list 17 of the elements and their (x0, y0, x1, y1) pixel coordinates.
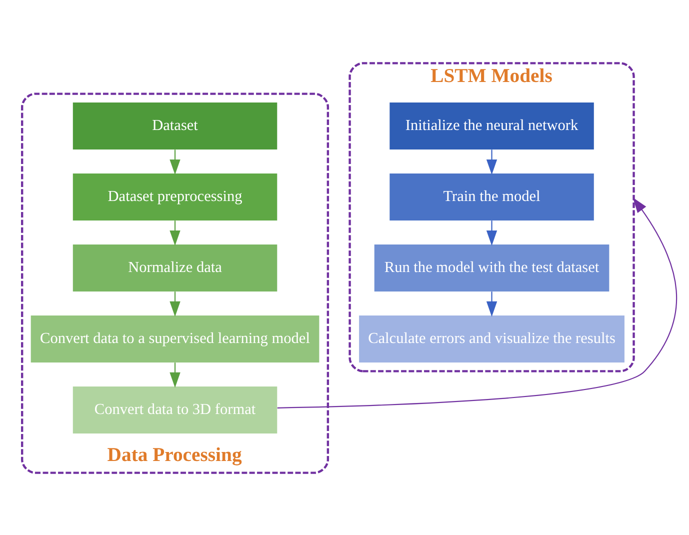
arrow (486, 149, 497, 174)
node-box: Run the model with the test dataset (374, 244, 609, 291)
node-box: Calculate errors and visualize the results (358, 315, 624, 362)
arrow (169, 291, 180, 316)
node-box: Normalize data (72, 244, 277, 291)
node-box: Dataset (72, 102, 277, 149)
arrow (276, 196, 676, 408)
arrow (169, 149, 180, 174)
arrow (169, 220, 180, 246)
node-box: Convert data to 3D format (72, 386, 277, 433)
arrow (169, 362, 180, 388)
node-box: Train the model (389, 173, 594, 220)
node-box: Initialize the neural network (389, 102, 594, 149)
arrow (486, 220, 497, 246)
node-box: Convert data to a supervised learning model (30, 315, 319, 362)
node-box: Dataset preprocessing (72, 173, 277, 220)
arrow (486, 291, 497, 316)
